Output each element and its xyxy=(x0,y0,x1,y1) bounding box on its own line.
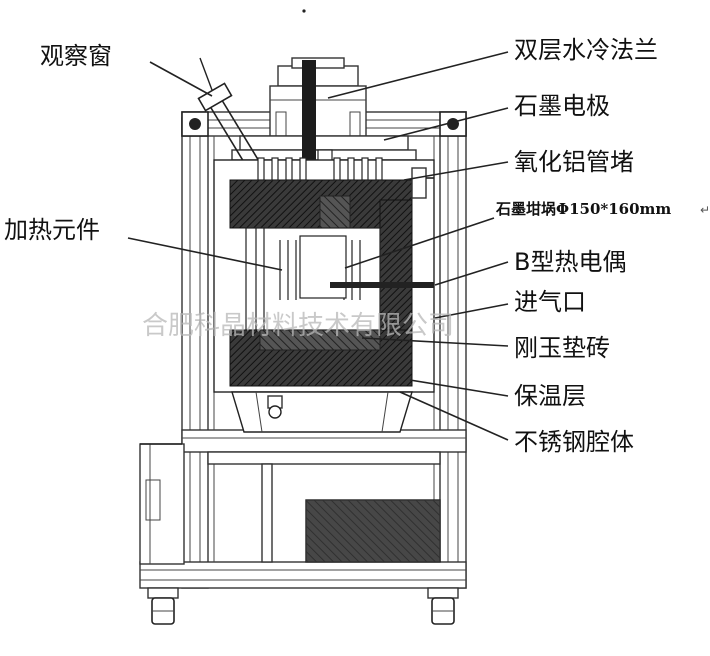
label-observation-window: 观察窗 xyxy=(40,42,112,70)
label-double-water-cooled-flange: 双层水冷法兰 xyxy=(514,36,658,64)
label-insulation-layer: 保温层 xyxy=(514,382,586,410)
label-graphite-crucible: 石墨坩埚Φ150*160mm xyxy=(495,200,671,218)
watermark: 合肥科晶材料技术有限公司 xyxy=(142,311,454,341)
label-gas-inlet: 进气口 xyxy=(514,288,586,316)
top-dot xyxy=(302,9,306,13)
label-graphite-electrode: 石墨电极 xyxy=(514,92,610,120)
label-alumina-tube-plug: 氧化铝管堵 xyxy=(514,148,634,176)
chamber xyxy=(213,157,435,433)
leader-lines xyxy=(127,51,509,441)
label-heating-element: 加热元件 xyxy=(4,216,100,244)
label-stainless-steel-chamber: 不锈钢腔体 xyxy=(514,428,634,456)
return-arrow-icon: ↵ xyxy=(700,203,710,217)
water-cooled-flange xyxy=(231,57,417,161)
label-b-type-thermocouple: B型热电偶 xyxy=(514,248,626,276)
label-corundum-brick: 刚玉垫砖 xyxy=(514,334,610,362)
wheels xyxy=(147,587,459,625)
